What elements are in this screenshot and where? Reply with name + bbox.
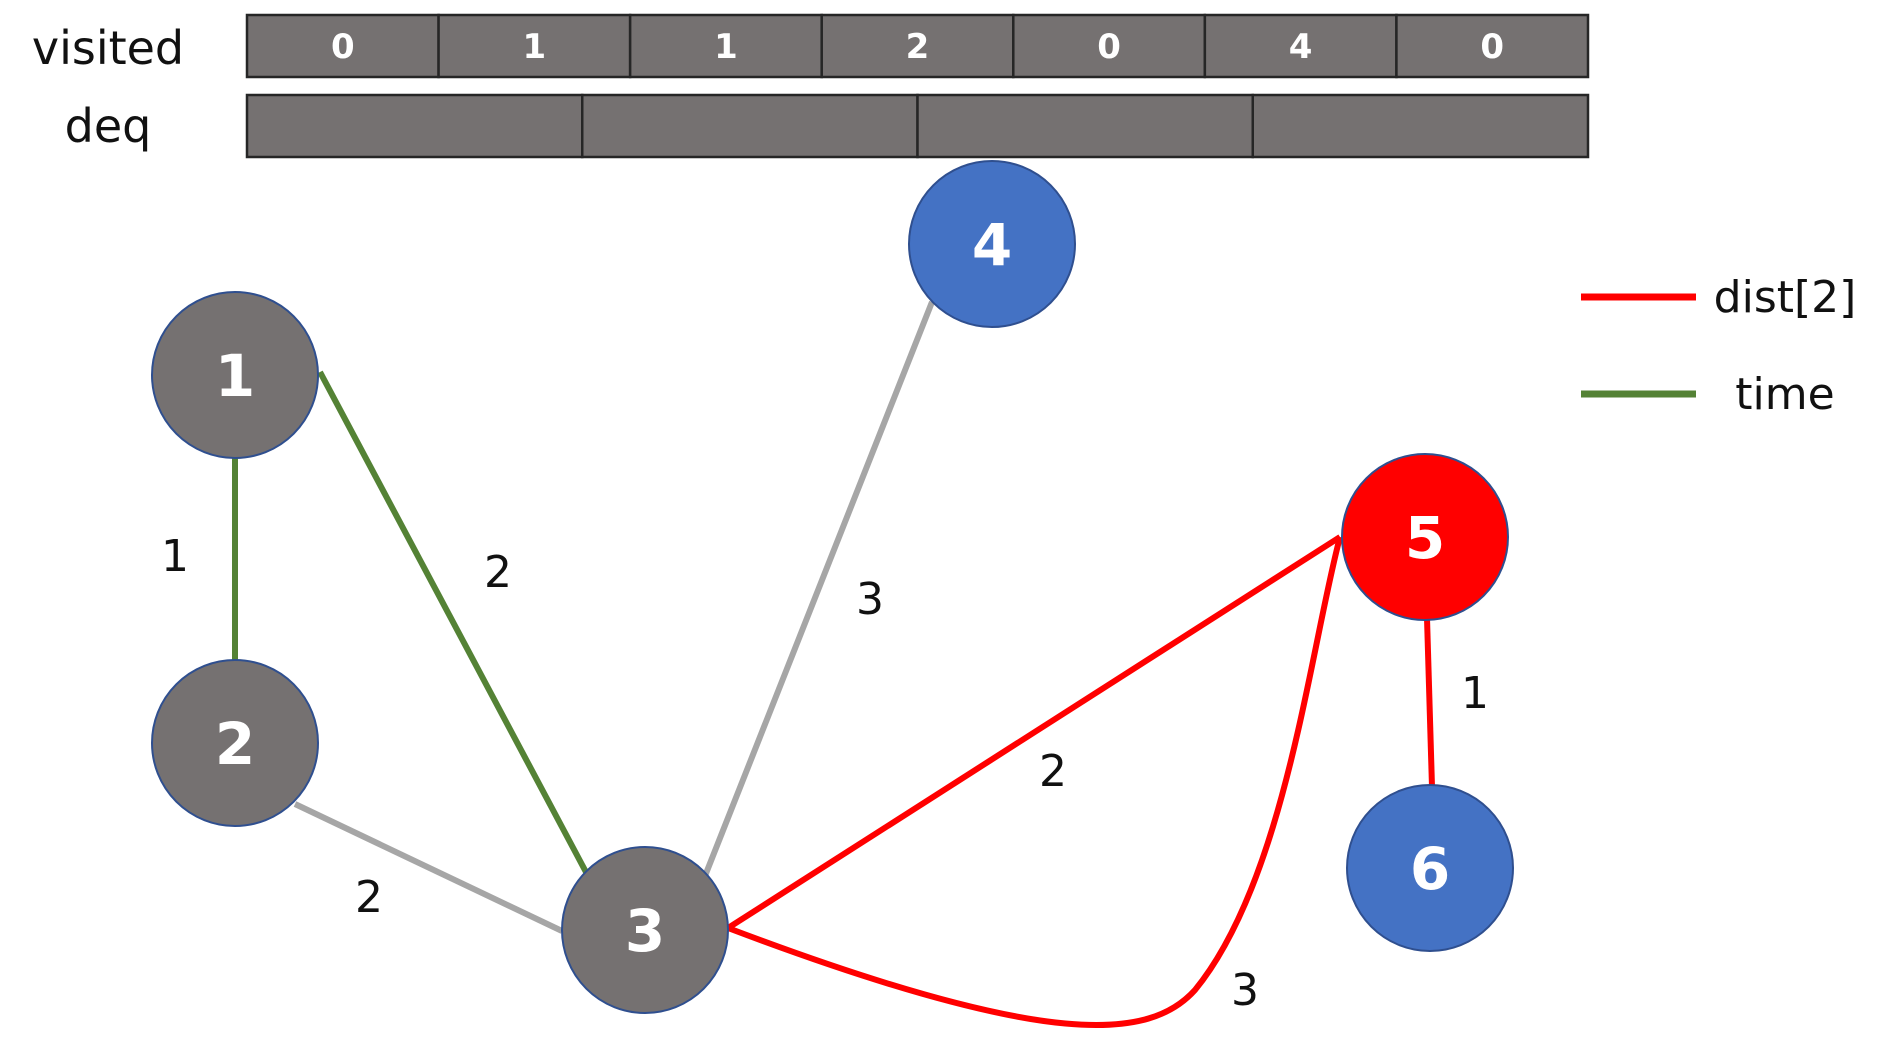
node-circle — [151, 659, 319, 827]
graph-edges — [232, 300, 1435, 1028]
edge-weight-3-5: 2 — [1039, 746, 1067, 797]
visited-cell — [628, 13, 823, 79]
node-label: 4 — [972, 211, 1012, 279]
edge-weight-3-5: 3 — [1231, 965, 1259, 1016]
deq-cell — [1251, 93, 1590, 159]
node-3: 3 — [561, 846, 729, 1014]
visited-cell-value: 0 — [1097, 27, 1121, 67]
visited-array: 0 1 1 2 0 4 0 — [245, 13, 1590, 79]
visited-cell — [1395, 13, 1590, 79]
deq-cell — [581, 93, 919, 159]
node-label: 5 — [1405, 504, 1445, 572]
edge-2-3 — [293, 801, 564, 934]
edge-1-3 — [317, 370, 590, 876]
visited-cell — [245, 13, 440, 79]
node-circle — [151, 291, 319, 459]
deq-array — [245, 93, 1590, 159]
legend: dist[2] time — [1581, 272, 1856, 420]
node-circle — [1341, 453, 1509, 621]
legend-label: dist[2] — [1714, 272, 1857, 323]
edge-3-5 — [726, 534, 1342, 931]
node-circle — [908, 160, 1076, 328]
visited-cell — [437, 13, 632, 79]
edge-3-4 — [702, 300, 935, 878]
node-4: 4 — [908, 160, 1076, 328]
visited-cell-value: 4 — [1289, 27, 1313, 67]
visited-cell — [1012, 13, 1207, 79]
node-circle — [1346, 784, 1514, 952]
edge-weight-2-3: 2 — [355, 872, 383, 923]
node-label: 3 — [625, 897, 665, 965]
node-6: 6 — [1346, 784, 1514, 952]
edge-weight-1-3: 2 — [484, 547, 512, 598]
deq-cell — [245, 93, 584, 159]
node-label: 1 — [215, 342, 255, 410]
edge-weight-3-4: 3 — [856, 574, 884, 625]
visited-cell — [1203, 13, 1398, 79]
node-label: 2 — [215, 710, 255, 778]
edge-weight-5-6: 1 — [1461, 668, 1489, 719]
node-2: 2 — [151, 659, 319, 827]
node-label: 6 — [1410, 835, 1450, 903]
visited-label: visited — [32, 21, 184, 75]
edge-weights: 1 2 2 3 2 3 1 — [161, 531, 1489, 1016]
edge-weight-1-2: 1 — [161, 531, 189, 582]
edge-3-5-curved — [726, 536, 1343, 1028]
visited-cell-value: 1 — [523, 27, 547, 67]
visited-cell-value: 2 — [906, 27, 930, 67]
deq-label: deq — [65, 99, 152, 153]
visited-cell-value: 1 — [714, 27, 738, 67]
node-1: 1 — [151, 291, 319, 459]
legend-label: time — [1735, 369, 1834, 420]
visited-cell-value: 0 — [331, 27, 355, 67]
deq-cell — [916, 93, 1254, 159]
edge-5-6 — [1424, 617, 1435, 788]
node-5: 5 — [1341, 453, 1509, 621]
visited-cell-value: 0 — [1480, 27, 1504, 67]
node-circle — [561, 846, 729, 1014]
graph-nodes: 1 2 3 4 5 6 — [151, 160, 1514, 1014]
